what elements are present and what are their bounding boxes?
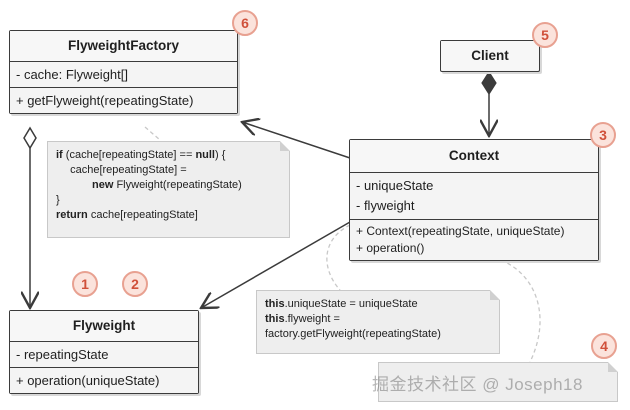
flyweight-factory-class: FlyweightFactory - cache: Flyweight[] + … [9, 30, 238, 114]
step-badge-context: 3 [590, 122, 616, 148]
class-fields: - cache: Flyweight[] [10, 62, 237, 88]
code-text: cache[repeatingState] = [64, 164, 187, 176]
class-methods: + Context(repeatingState, uniqueState) +… [350, 220, 598, 260]
code-keyword: if [56, 149, 63, 161]
composition-client-context [481, 70, 497, 96]
aggregation-factory-flyweight [23, 126, 37, 150]
field: - cache: Flyweight[] [16, 67, 128, 82]
code-text: (cache[repeatingState] == [62, 149, 196, 161]
method: + operation(uniqueState) [16, 373, 160, 388]
factory-note-connector [144, 126, 161, 141]
step-badge-1: 1 [72, 271, 98, 297]
context-to-factory-line [242, 122, 351, 159]
factory-code-note: if (cache[repeatingState] == null) { cac… [47, 141, 290, 238]
class-methods: + getFlyweight(repeatingState) [10, 88, 237, 113]
operation-note [378, 362, 618, 402]
code-text: factory.getFlyweight(repeatingState) [265, 328, 441, 340]
method: + getFlyweight(repeatingState) [16, 93, 194, 108]
code-keyword: return [56, 209, 88, 221]
code-keyword: null [195, 149, 215, 161]
method: + operation() [356, 241, 425, 255]
class-title: Context [350, 140, 598, 173]
field: - uniqueState [356, 178, 434, 193]
class-fields: - repeatingState [10, 342, 198, 368]
code-text: Flyweight(repeatingState) [113, 179, 242, 191]
step-badge-4: 4 [591, 333, 617, 359]
code-text: ) { [215, 149, 226, 161]
class-title: FlyweightFactory [10, 31, 237, 62]
context-to-flyweight-line [201, 221, 351, 308]
method: + Context(repeatingState, uniqueState) [356, 224, 565, 238]
step-badge-factory: 6 [232, 10, 258, 36]
code-text: .flyweight = [284, 313, 340, 325]
code-keyword: this [265, 298, 285, 310]
field: - repeatingState [16, 347, 109, 362]
class-title: Flyweight [10, 311, 198, 342]
watermark: 掘金技术社区 @ Joseph18 [372, 375, 583, 394]
class-fields: - uniqueState - flyweight [350, 173, 598, 220]
code-keyword: this [265, 313, 285, 325]
step-badge-2: 2 [122, 271, 148, 297]
code-text: .uniqueState = uniqueState [284, 298, 418, 310]
field: - flyweight [356, 198, 415, 213]
code-keyword: new [92, 179, 114, 191]
code-text: cache[repeatingState] [87, 209, 198, 221]
context-note-connector [326, 224, 351, 291]
class-methods: + operation(uniqueState) [10, 368, 198, 393]
flyweight-class: Flyweight - repeatingState + operation(u… [9, 310, 199, 394]
client-class: Client [440, 40, 540, 72]
context-class: Context - uniqueState - flyweight + Cont… [349, 139, 599, 261]
context-code-note: this.uniqueState = uniqueState this.flyw… [256, 290, 500, 354]
step-badge-client: 5 [532, 22, 558, 48]
code-text: } [56, 194, 60, 206]
class-title: Client [441, 41, 539, 70]
